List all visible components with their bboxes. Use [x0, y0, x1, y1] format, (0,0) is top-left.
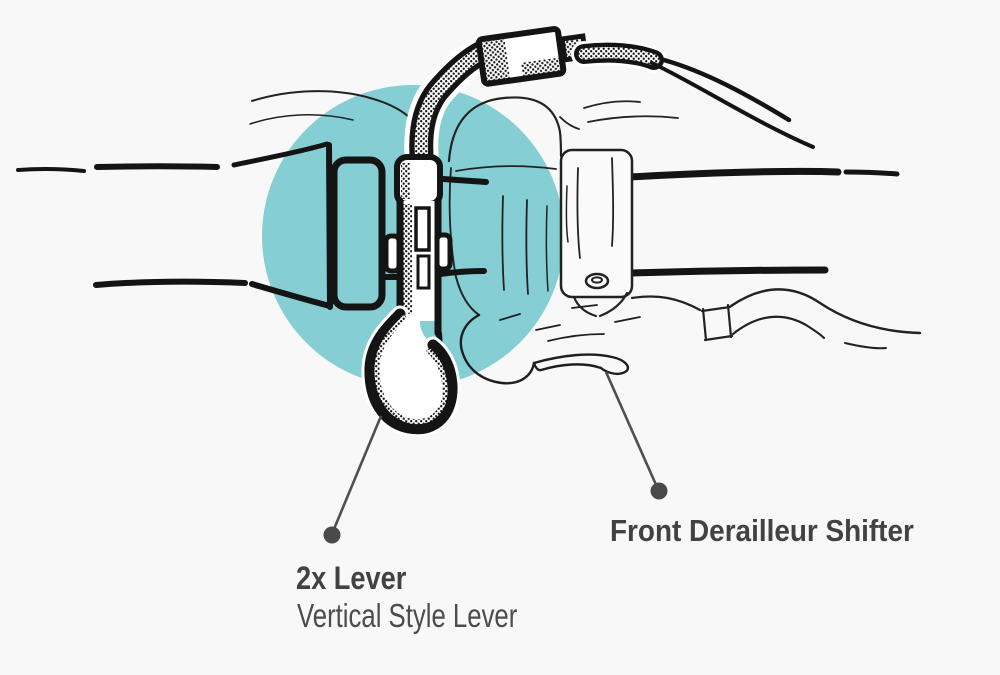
lever-title: 2x Lever: [296, 560, 407, 596]
shifter-title: Front Derailleur Shifter: [610, 513, 914, 548]
lever-subtitle: Vertical Style Lever: [297, 597, 518, 634]
callout-dot-lever: [323, 526, 341, 544]
callouts: [323, 371, 668, 544]
vertical-lever-sketch: [361, 154, 461, 438]
lever-loop-sketch: [361, 305, 461, 438]
callout-dot-shifter: [650, 482, 668, 500]
brake-hood-sketch: [249, 90, 679, 316]
barrel-adjuster-sketch: [475, 26, 589, 87]
callout-line-shifter: [604, 371, 659, 488]
bar-clamp-sketch: [231, 141, 386, 311]
bar-housing-sketch: [630, 288, 922, 350]
shifter-paddle-sketch: [459, 304, 641, 385]
shifter-blade-sketch: [559, 148, 634, 318]
callout-line-lever: [332, 415, 383, 530]
shift-cable-sketch: [404, 26, 815, 179]
